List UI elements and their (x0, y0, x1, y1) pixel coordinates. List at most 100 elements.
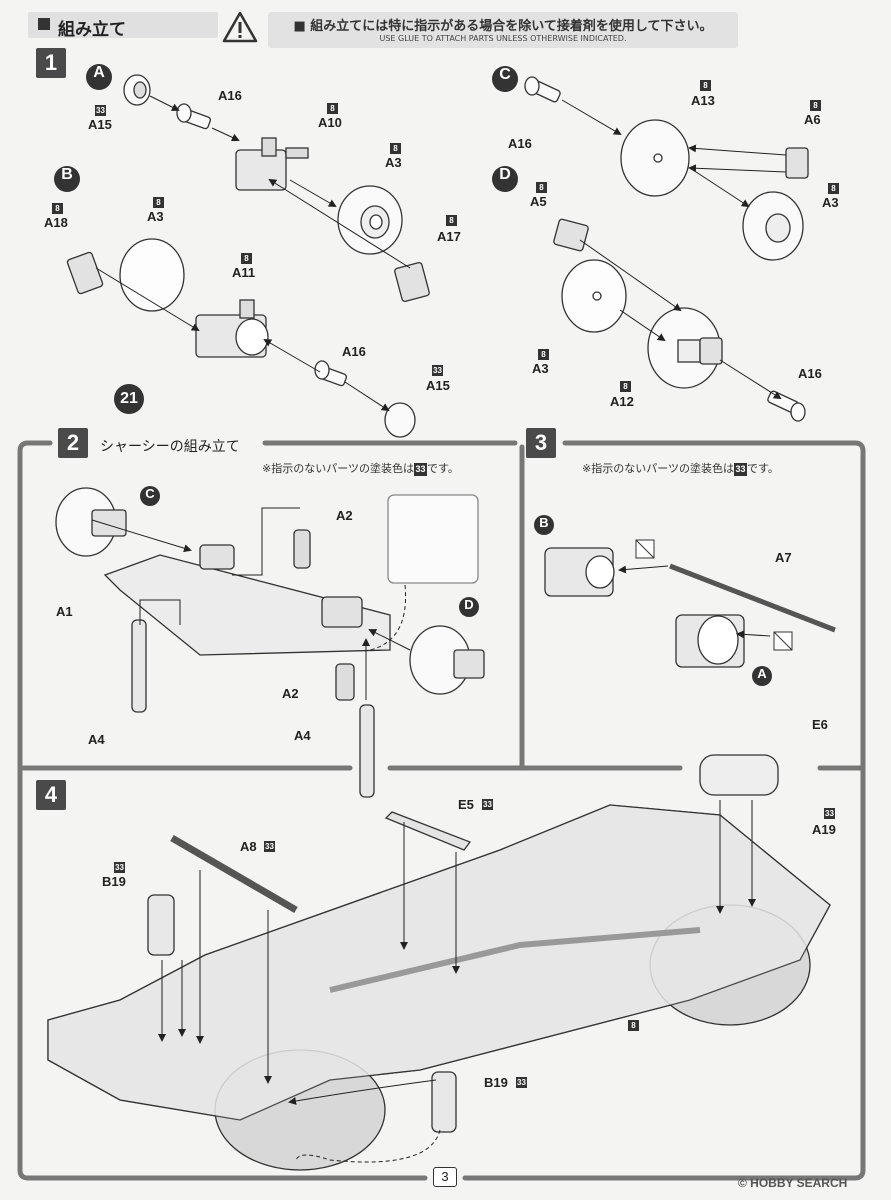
color-code-badge: 8 (628, 1020, 639, 1031)
label-a16-c: A16 (508, 136, 532, 151)
paint-note-text: ※指示のないパーツの塗装色は (262, 462, 414, 475)
step-2-title: シャーシーの組み立て (100, 439, 240, 455)
color-code-badge: 33 (95, 105, 106, 116)
marker-a-step3: A (752, 666, 772, 686)
marker-a: A (86, 64, 112, 90)
part-e5-brace (384, 811, 472, 851)
label-a3-b: A3 (147, 209, 164, 224)
label-a3-c: A3 (822, 195, 839, 210)
part-a15-ring-b (384, 402, 416, 438)
part-a10-hub (235, 149, 287, 191)
color-code-badge: 33 (114, 862, 125, 873)
marker-d-step2: D (459, 597, 479, 617)
part-a7-rod (669, 563, 836, 633)
marker-b: B (54, 166, 80, 192)
color-code-badge: 33 (824, 808, 835, 819)
section-title: 組み立て (58, 20, 126, 40)
color-code-badge: 33 (482, 799, 493, 810)
label-a7: A7 (775, 550, 792, 565)
label-a19: A19 (812, 822, 836, 837)
step4-parts (47, 754, 831, 1171)
color-code-badge: 8 (538, 349, 549, 360)
label-a18: A18 (44, 215, 68, 230)
color-code-badge: 8 (153, 197, 164, 208)
color-code-badge: 8 (828, 183, 839, 194)
label-a3: A3 (385, 155, 402, 170)
label-a13: A13 (691, 93, 715, 108)
detail-inset (387, 494, 479, 584)
glue-instruction-jp: ■ 組み立てには特に指示がある場合を除いて接着剤を使用して下さい。 (293, 19, 713, 34)
section-frames (17, 440, 866, 1181)
part-a2-spring (293, 529, 311, 569)
no-glue-icon (635, 539, 793, 651)
label-a11: A11 (232, 265, 256, 280)
label-a5: A5 (530, 194, 547, 209)
color-code-badge: 8 (241, 253, 252, 264)
marker-c: C (492, 66, 518, 92)
color-code-badge: 8 (700, 80, 711, 91)
step3-guides (618, 565, 771, 639)
step1-guides (95, 95, 787, 412)
step-1-number: 1 (36, 48, 66, 78)
marker-b-step3: B (534, 515, 554, 535)
color-code-badge: 33 (264, 841, 275, 852)
color-code-badge: 8 (52, 203, 63, 214)
label-a1: A1 (56, 604, 73, 619)
label-a3-d: A3 (532, 361, 549, 376)
paint-note-text: ※指示のないパーツの塗装色は (582, 462, 734, 475)
paint-code-badge: 33 (734, 462, 747, 476)
color-code-badge: 8 (810, 100, 821, 111)
part-a4-shock-b (359, 704, 375, 798)
watermark: © HOBBY SEARCH (738, 1176, 848, 1190)
color-code-badge: 8 (620, 381, 631, 392)
label-a12: A12 (610, 394, 634, 409)
warning-icon (222, 11, 258, 43)
color-code-badge: 8 (390, 143, 401, 154)
label-a16-d: A16 (798, 366, 822, 381)
color-code-badge: 8 (327, 103, 338, 114)
part-a18-caliper (66, 251, 104, 295)
marker-c-step2: C (140, 486, 160, 506)
label-a2-b: A2 (282, 686, 299, 701)
label-b19-b: B19 (484, 1075, 508, 1090)
part-a17-caliper (394, 261, 430, 303)
header-square-icon (38, 18, 50, 30)
color-code-badge: 8 (446, 215, 457, 226)
label-a16: A16 (218, 88, 242, 103)
label-a15-b: A15 (426, 378, 450, 393)
step2-parts (55, 487, 485, 798)
part-a3-disc-b (119, 238, 185, 312)
label-a10: A10 (318, 115, 342, 130)
label-a15: A15 (88, 117, 112, 132)
part-a2-spring-b (335, 663, 355, 701)
step-2-number: 2 (58, 428, 88, 458)
part-e6-muffler (699, 754, 779, 796)
glue-instruction-box: ■ 組み立てには特に指示がある場合を除いて接着剤を使用して下さい。 USE GL… (268, 12, 738, 48)
glue-instruction-en: USE GLUE TO ATTACH PARTS UNLESS OTHERWIS… (379, 34, 627, 43)
color-code-badge: 8 (536, 182, 547, 193)
label-e5: E5 (458, 797, 474, 812)
part-a4-shock (131, 619, 147, 713)
step3-parts (544, 547, 836, 668)
marker-21: 21 (114, 384, 144, 414)
step-3-number: 3 (526, 428, 556, 458)
label-a6: A6 (804, 112, 821, 127)
step2-guides (91, 507, 411, 700)
part-a5-caliper (553, 218, 589, 252)
color-code-badge: 33 (432, 365, 443, 376)
paint-code-badge: 33 (414, 462, 427, 476)
label-a8: A8 (240, 839, 257, 854)
step1-parts (66, 74, 809, 438)
label-a4-b: A4 (294, 728, 311, 743)
part-b19-hanger-b (431, 1071, 457, 1133)
part-a6-caliper (785, 147, 809, 179)
step-4-number: 4 (36, 780, 66, 810)
label-e6: E6 (812, 717, 828, 732)
marker-d: D (492, 166, 518, 192)
paint-note-suffix: です。 (427, 462, 459, 475)
page-number: 3 (433, 1167, 457, 1187)
label-a2: A2 (336, 508, 353, 523)
